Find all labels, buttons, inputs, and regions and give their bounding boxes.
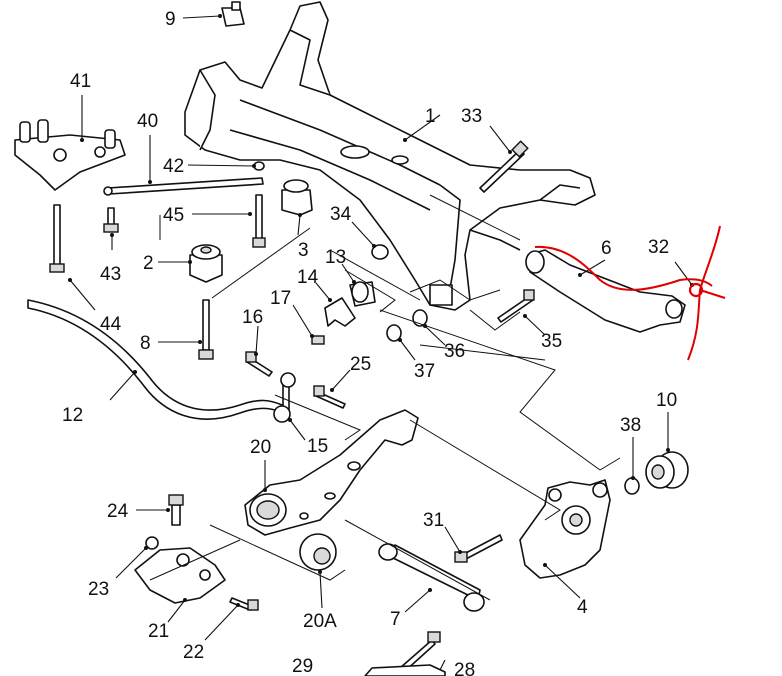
label-42: 42	[163, 156, 184, 177]
mounting-bracket-41	[14, 119, 126, 191]
lateral-link-7	[378, 543, 485, 612]
label-35: 35	[541, 331, 562, 352]
label-45: 45	[163, 205, 184, 226]
label-12: 12	[62, 405, 83, 426]
label-29: 29	[292, 656, 313, 676]
bush-13	[349, 281, 376, 307]
label-16: 16	[242, 307, 263, 328]
label-23: 23	[88, 579, 109, 600]
label-44: 44	[100, 314, 122, 335]
label-14: 14	[297, 267, 319, 288]
washer-37	[386, 324, 402, 342]
rear-subframe	[184, 1, 596, 311]
bolt-16	[245, 351, 273, 377]
rod-40	[103, 177, 264, 196]
label-22: 22	[183, 642, 204, 663]
label-20: 20	[250, 437, 271, 458]
nut-34	[371, 244, 389, 260]
label-6: 6	[601, 238, 612, 259]
label-38: 38	[620, 415, 641, 436]
bush-3	[281, 179, 313, 216]
bolt-35	[497, 289, 535, 323]
bush-10	[645, 451, 689, 489]
washer-38	[624, 477, 640, 495]
label-24: 24	[107, 501, 129, 522]
label-9: 9	[165, 9, 176, 30]
label-37: 37	[414, 361, 435, 382]
bolt-17	[311, 335, 325, 345]
label-4: 4	[577, 597, 588, 618]
label-40: 40	[137, 111, 158, 132]
bolt-43	[103, 207, 119, 233]
label-36: 36	[444, 341, 465, 362]
label-7: 7	[390, 609, 401, 630]
clamp-14	[324, 297, 356, 327]
upper-arm-6	[525, 249, 686, 333]
leader-lines	[68, 14, 694, 671]
long-bolt-44	[49, 204, 65, 273]
hub-carrier-4	[519, 479, 611, 579]
washer-23	[145, 536, 159, 550]
callout-labels: 9 41 40 42 45 2 43 44 8 3 1 33 34 13 14 …	[62, 9, 677, 676]
label-28: 28	[454, 660, 475, 676]
clip-9	[221, 1, 245, 27]
label-34: 34	[330, 204, 352, 225]
bolt-45	[252, 194, 266, 248]
label-8: 8	[140, 333, 151, 354]
bolt-24	[168, 494, 184, 526]
bolt-22	[229, 597, 259, 611]
bush-20a	[299, 533, 337, 571]
label-21: 21	[148, 621, 169, 642]
label-3: 3	[298, 240, 309, 261]
label-2: 2	[143, 253, 154, 274]
label-32: 32	[648, 237, 669, 258]
label-41: 41	[70, 71, 91, 92]
part-29	[364, 664, 446, 676]
label-15: 15	[307, 436, 328, 457]
assembly-outlines	[149, 194, 621, 601]
drop-link-15	[273, 372, 296, 423]
bolt-31	[454, 534, 503, 563]
label-43: 43	[100, 264, 121, 285]
label-20a: 20A	[303, 611, 337, 632]
bolt-33	[479, 140, 529, 193]
bracket-21	[134, 547, 226, 604]
red-annotation	[534, 225, 726, 361]
label-13: 13	[325, 247, 346, 268]
label-31: 31	[423, 510, 444, 531]
label-1: 1	[425, 106, 436, 127]
label-33: 33	[461, 106, 482, 127]
label-25: 25	[350, 354, 371, 375]
lower-arm-20	[244, 409, 419, 536]
label-17: 17	[270, 288, 291, 309]
bolt-25	[313, 385, 346, 409]
bush-2	[189, 244, 223, 283]
bolt-8	[198, 299, 214, 360]
label-10: 10	[656, 390, 677, 411]
